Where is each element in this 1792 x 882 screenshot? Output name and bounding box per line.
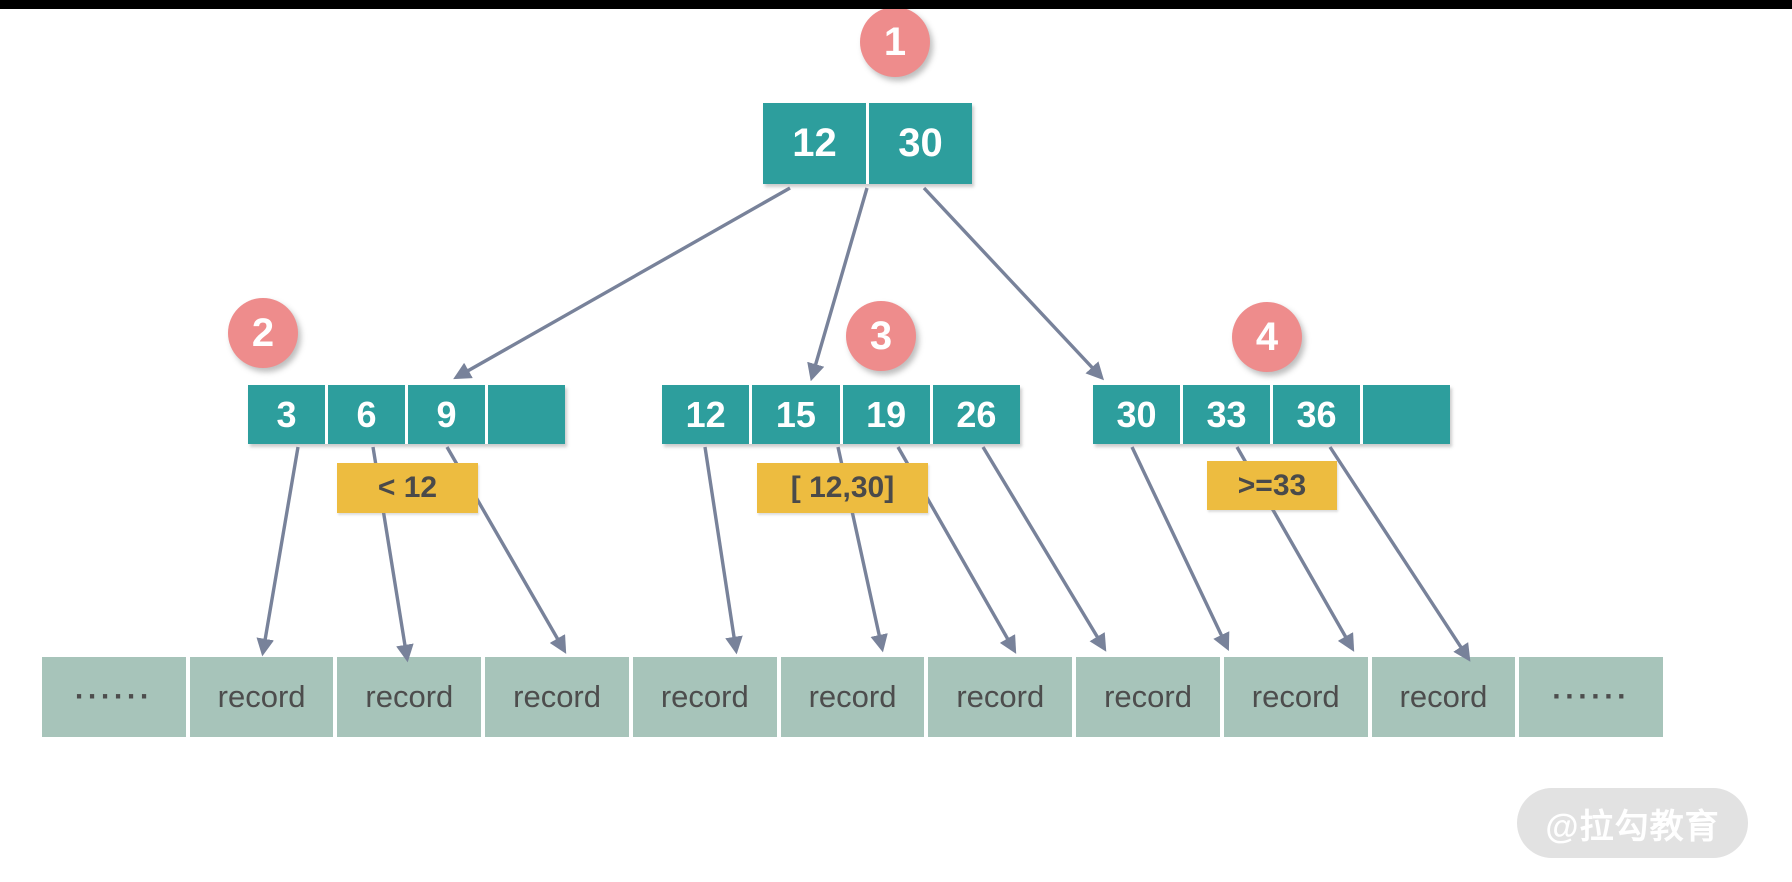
root-node: 12 30 <box>763 103 972 184</box>
top-border-bar <box>0 0 1792 9</box>
pointer-arrow-from-key-36 <box>1328 446 1471 662</box>
node-key-cell <box>488 385 565 444</box>
step-badge-3: 3 <box>846 301 916 371</box>
record-cell: record <box>1223 657 1368 737</box>
node-key-value: 12 <box>685 393 726 435</box>
record-ellipsis-cell: ······ <box>42 657 186 737</box>
node-key-value: 26 <box>956 393 997 435</box>
child-node-right: 30 33 36 <box>1093 385 1450 444</box>
record-cell: record <box>632 657 777 737</box>
child-node-middle: 12 15 19 26 <box>662 385 1020 444</box>
pointer-arrow-from-key-26 <box>981 446 1107 652</box>
node-key-value: 6 <box>356 393 377 435</box>
record-cell: record <box>485 657 629 737</box>
record-cell: record <box>928 657 1073 737</box>
record-cell: record <box>1371 657 1516 737</box>
record-cell: record <box>337 657 482 737</box>
watermark-badge: @拉勾教育 <box>1517 788 1748 858</box>
range-label-text: < 12 <box>377 471 438 504</box>
record-cell: record <box>780 657 925 737</box>
node-key-cell: 30 <box>869 103 972 184</box>
node-key-value: 33 <box>1206 393 1247 435</box>
step-badge-number: 2 <box>251 310 275 355</box>
node-key-cell: 12 <box>763 103 866 184</box>
node-key-cell: 6 <box>328 385 405 444</box>
step-badge-number: 4 <box>1255 314 1279 359</box>
watermark-text: @拉勾教育 <box>1545 807 1720 846</box>
range-label: >=33 <box>1207 461 1337 510</box>
record-ellipsis-cell: ······ <box>1519 657 1664 737</box>
record-cell: record <box>1076 657 1220 737</box>
pointer-arrow-from-key-3 <box>256 446 300 657</box>
node-key-value: 3 <box>276 393 297 435</box>
range-label-text: [ 12,30] <box>790 471 895 504</box>
node-key-value: 19 <box>866 393 907 435</box>
node-key-cell: 3 <box>248 385 325 444</box>
node-key-value: 15 <box>775 393 816 435</box>
step-badge-number: 3 <box>869 313 893 358</box>
node-key-cell: 33 <box>1183 385 1270 444</box>
node-key-value: 36 <box>1296 393 1337 435</box>
step-badge-number: 1 <box>883 19 907 64</box>
node-key-cell: 9 <box>408 385 485 444</box>
node-key-value: 30 <box>1116 393 1157 435</box>
node-key-cell <box>1363 385 1450 444</box>
node-key-cell: 15 <box>752 385 840 444</box>
range-label: [ 12,30] <box>757 463 928 513</box>
step-badge-4: 4 <box>1232 302 1302 372</box>
range-label: < 12 <box>337 463 478 513</box>
node-key-value: 30 <box>898 121 943 165</box>
range-label-text: >=33 <box>1237 468 1307 502</box>
pointer-arrow-from-root <box>922 186 1105 381</box>
node-key-cell: 26 <box>932 385 1020 444</box>
node-key-cell: 19 <box>842 385 930 444</box>
node-key-value: 12 <box>792 121 837 165</box>
node-key-cell: 12 <box>662 385 750 444</box>
record-cell: record <box>189 657 334 737</box>
node-key-cell: 36 <box>1273 385 1360 444</box>
step-badge-2: 2 <box>228 298 298 368</box>
pointer-arrow-from-key-12 <box>703 446 743 655</box>
step-badge-1: 1 <box>860 7 930 77</box>
node-key-cell: 30 <box>1093 385 1180 444</box>
pointer-arrow-from-root <box>453 186 791 380</box>
node-key-value: 9 <box>436 393 457 435</box>
child-node-left: 3 6 9 <box>248 385 565 444</box>
